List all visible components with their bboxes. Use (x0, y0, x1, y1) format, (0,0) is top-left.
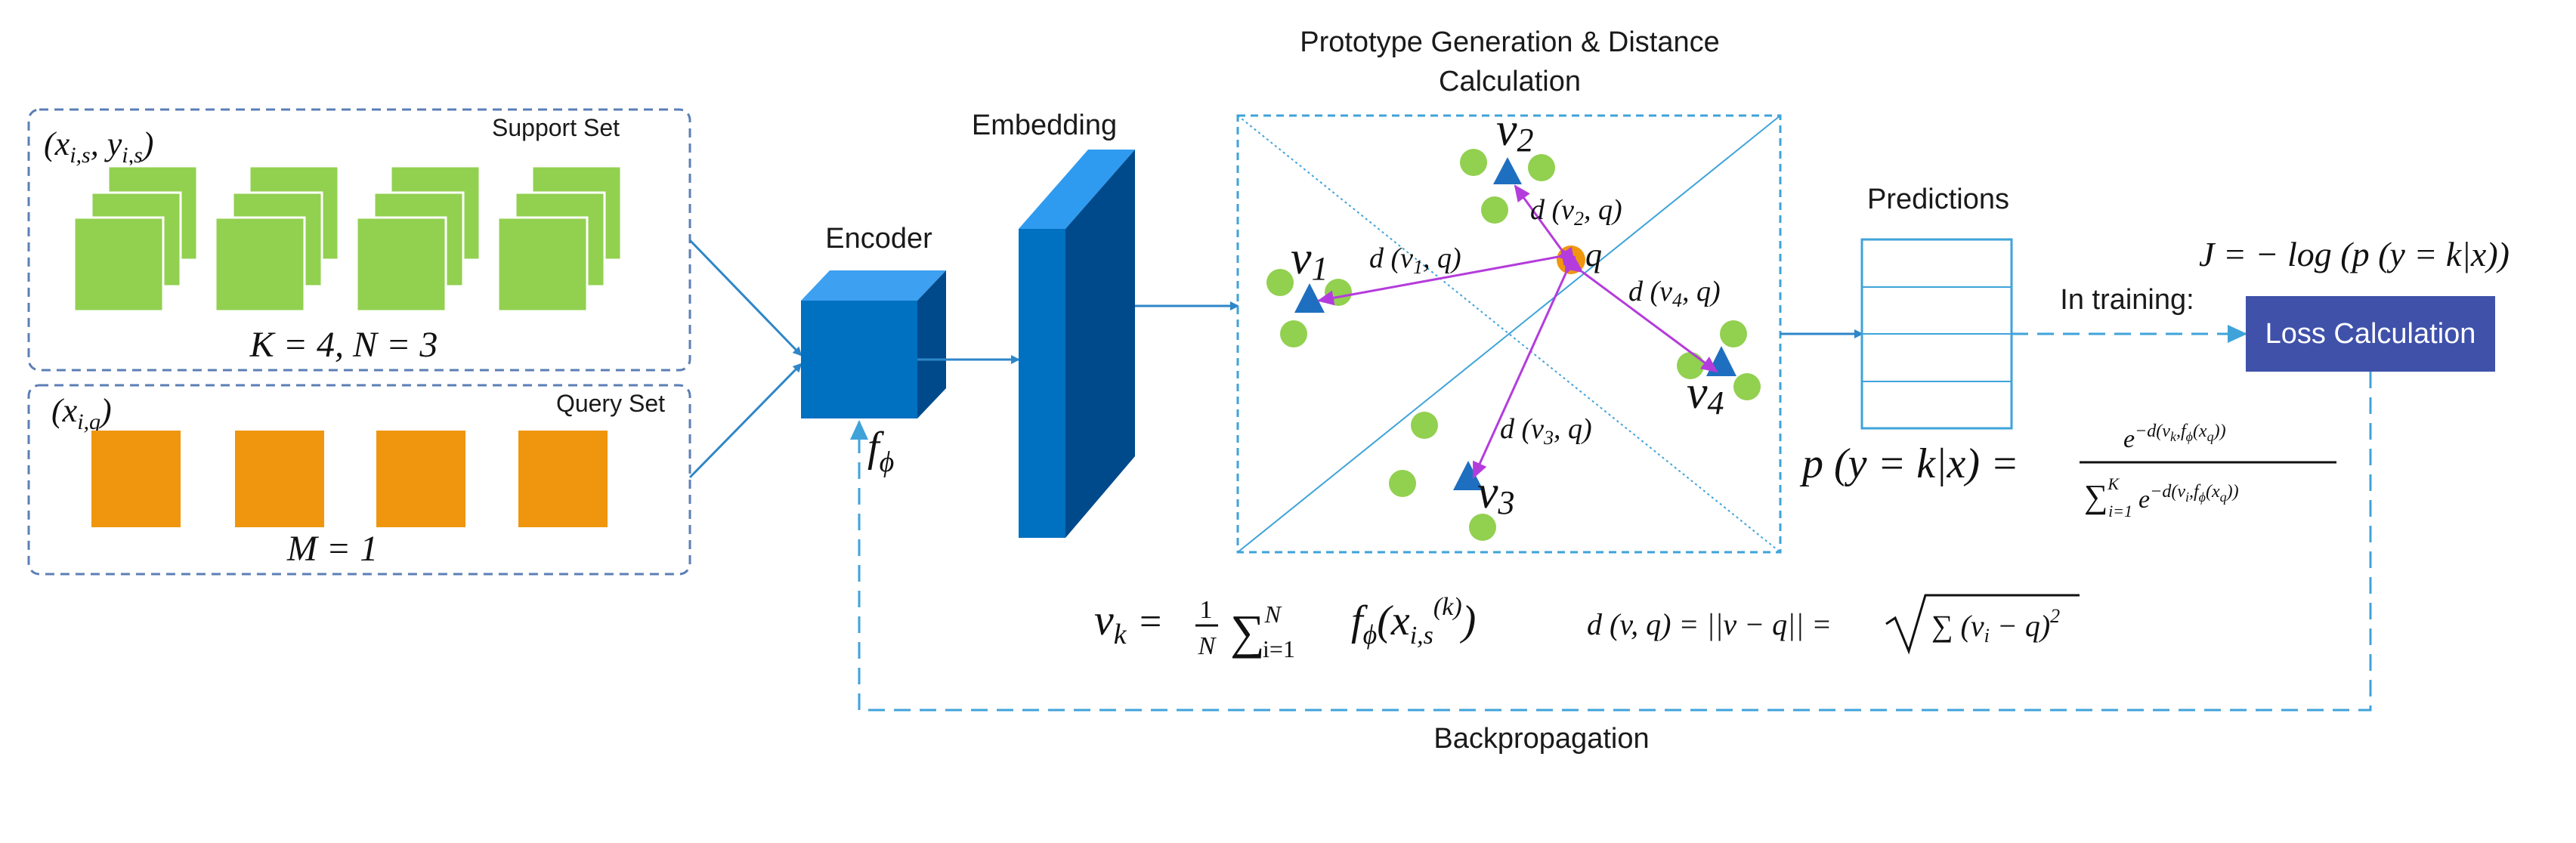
distance-label-v1: d (v1, q) (1369, 242, 1461, 278)
backpropagation-label: Backpropagation (1433, 723, 1649, 755)
distance-label-v3: d (v3, q) (1500, 413, 1592, 449)
predictions-block: Predictions (1860, 184, 2013, 430)
distance-def: d (v, q) = ||v − q|| = (1587, 607, 1832, 641)
query-set-panel: Query Set (xi,q) M = 1 (27, 384, 691, 576)
prototype-title-line2: Calculation (1439, 66, 1581, 97)
support-to-encoder-arrow (688, 239, 802, 357)
query-to-encoder-arrow (688, 363, 802, 479)
backpropagation-loop (850, 372, 2372, 712)
prob-numerator: e−d(vk,fϕ(xq)) (2123, 422, 2226, 453)
objective-formula: J = − log (p (y = k|x)) (2199, 235, 2510, 273)
prototype-title-line1: Prototype Generation & Distance (1300, 26, 1720, 58)
sqrt-sign (1885, 594, 2080, 655)
query-pair-label: (xi,q) (51, 392, 112, 434)
query-set-label: Query Set (556, 390, 665, 417)
support-point (1733, 373, 1761, 400)
support-set-panel: Support Set (xi,s, yi,s) K = 4, N = 3 (27, 108, 691, 372)
prototype-panel: Prototype Generation & Distance Calculat… (1236, 26, 1782, 554)
distance-label-v4: d (v4, q) (1628, 276, 1721, 311)
support-point (1411, 412, 1438, 439)
support-point (1528, 154, 1555, 181)
centroid-frac-num: 1 (1200, 596, 1213, 624)
prototype-marker (1453, 461, 1483, 490)
query-point-label: q (1585, 236, 1602, 273)
distance-label-v2: d (v2, q) (1530, 194, 1622, 230)
loss-calculation-box: Loss Calculation (2246, 296, 2495, 372)
support-point (1389, 470, 1416, 497)
prototype-marker (1294, 283, 1325, 313)
support-point (1325, 279, 1352, 306)
centroid-frac-den: N (1198, 632, 1217, 660)
prototype-label-v1: v1 (1291, 233, 1328, 287)
support-point (1280, 320, 1307, 347)
centroid-lhs: vk= (1094, 595, 1164, 650)
loss-calculation-label: Loss Calculation (2265, 318, 2476, 350)
prob-lhs: p (y = k|x) = (1799, 440, 2019, 487)
query-image (235, 431, 324, 527)
embedding-block: Embedding (972, 110, 1135, 538)
in-training-label: In training: (2060, 284, 2194, 316)
distance-formula: d (v, q) = ||v − q|| = ∑ (vi − q)2 (1587, 594, 2080, 655)
support-image-stack (355, 165, 481, 313)
support-point (1266, 269, 1294, 296)
support-point (1720, 320, 1747, 347)
distance-arrow-v2 (1514, 184, 1576, 267)
support-point (1469, 514, 1496, 541)
support-point (1481, 196, 1508, 224)
prototype-label-v4: v4 (1687, 367, 1724, 422)
support-image-stack (214, 165, 340, 313)
encoder-label: Encoder (825, 223, 932, 255)
prototype-label-v2: v2 (1496, 104, 1534, 159)
support-set-label: Support Set (492, 114, 620, 141)
distance-arrow-v4 (1565, 257, 1718, 373)
encoder-symbol: fϕ (867, 424, 894, 478)
encoder-block: Encoder fϕ (801, 223, 946, 478)
embedding-label: Embedding (972, 110, 1117, 141)
support-caption: K = 4, N = 3 (249, 325, 438, 365)
prototype-marker (1706, 346, 1736, 376)
query-point (1557, 245, 1585, 274)
support-image-stack (496, 165, 623, 313)
support-image-stack (73, 165, 199, 313)
distance-root-body: ∑ (vi − q)2 (1931, 605, 2060, 647)
centroid-body: fϕ(xi,s(k)) (1351, 593, 1476, 650)
prototype-label-v3: v3 (1477, 467, 1515, 521)
predictions-label: Predictions (1867, 184, 2009, 215)
support-point (1460, 149, 1487, 176)
distance-arrow-v3 (1472, 256, 1579, 479)
query-image (91, 431, 181, 527)
query-image (518, 431, 608, 527)
query-image (376, 431, 465, 527)
prototype-marker (1493, 157, 1522, 184)
support-pair-label: (xi,s, yi,s) (44, 125, 153, 168)
query-caption: M = 1 (286, 529, 378, 569)
